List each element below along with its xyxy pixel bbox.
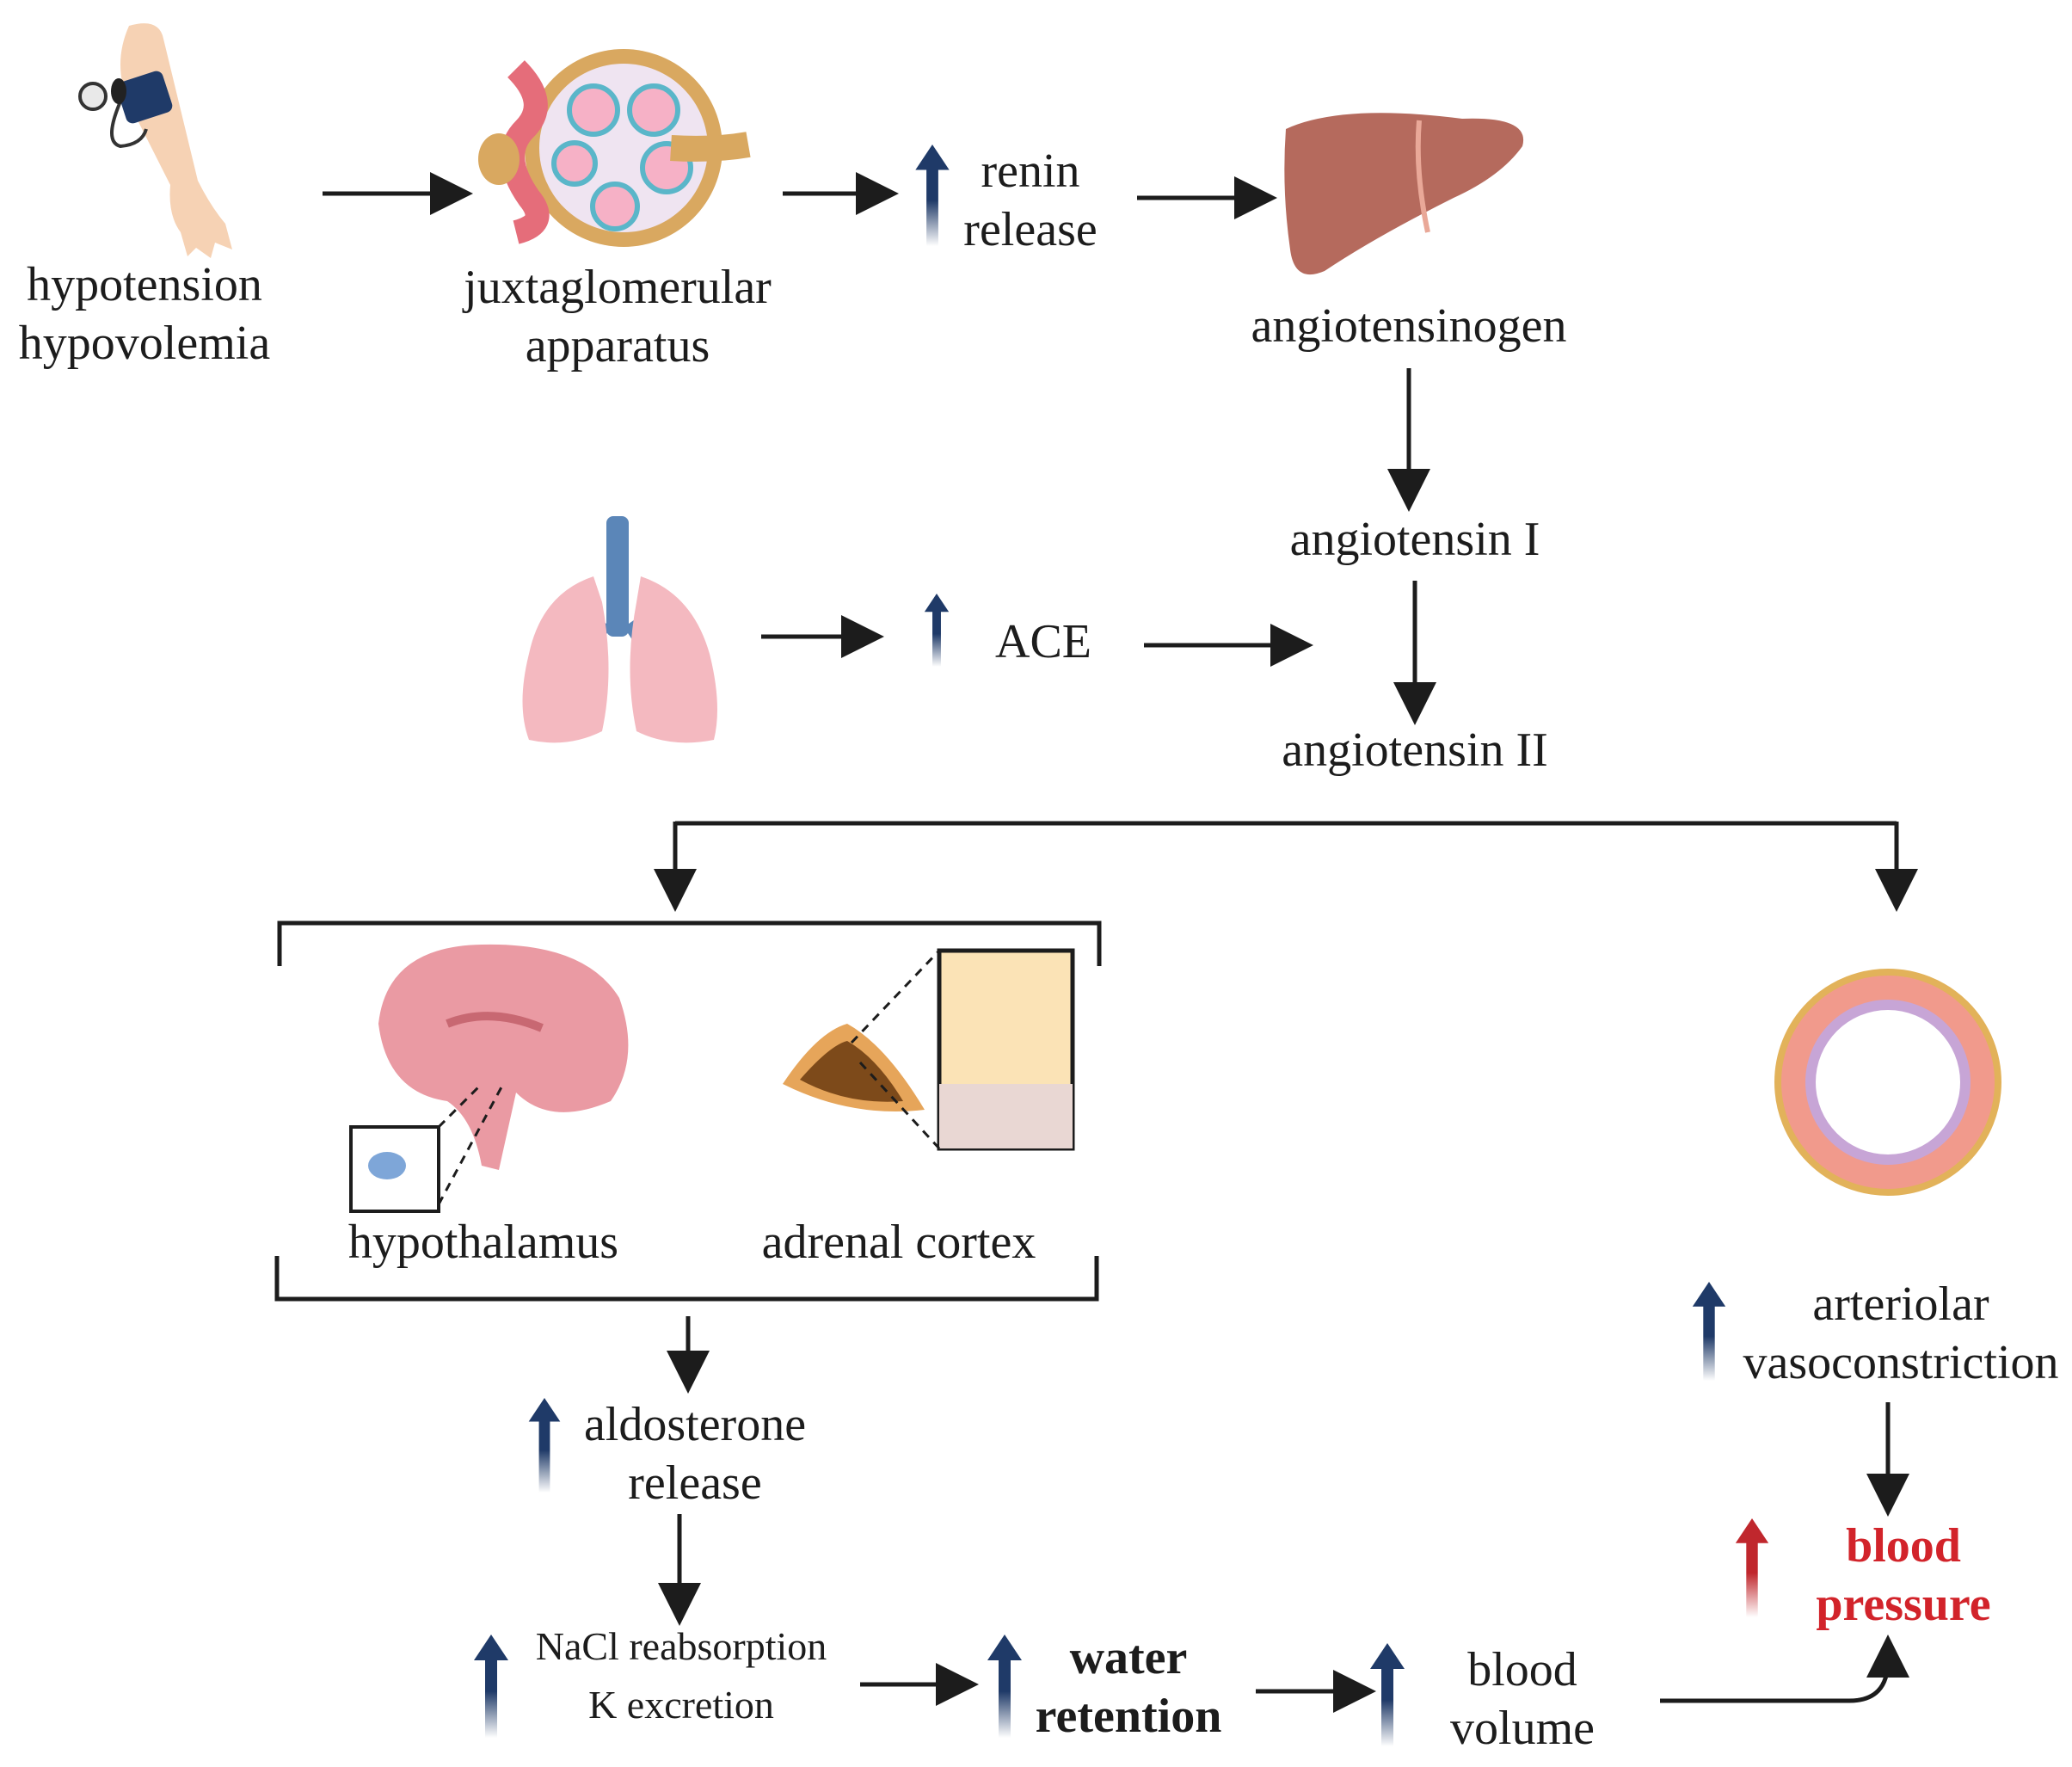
- lungs-icon: [522, 516, 717, 743]
- adrenal-gland-icon: [783, 948, 1075, 1151]
- label-adrenal-cortex: adrenal cortex: [761, 1216, 1036, 1269]
- blood-pressure-cuff-arm-icon: [78, 23, 232, 259]
- label-blood-pressure: blood pressure: [1816, 1519, 1991, 1631]
- increase-arrow-icon: [915, 145, 950, 246]
- label-water-retention: water retention: [1035, 1631, 1222, 1743]
- increase-arrow-icon: [528, 1398, 561, 1493]
- label-ace: ACE: [995, 615, 1091, 668]
- label-angiotensin-ii: angiotensin II: [1282, 723, 1548, 777]
- increase-arrow-icon: [924, 594, 950, 667]
- increase-arrow-icon: [1370, 1643, 1405, 1746]
- juxtaglomerular-apparatus-icon: [478, 49, 751, 247]
- label-hypothalamus: hypothalamus: [347, 1216, 619, 1269]
- blood-pressure-increase-arrow-icon: [1735, 1518, 1769, 1617]
- label-renin-release: renin release: [963, 145, 1097, 256]
- label-aldosterone-release: aldosterone release: [583, 1398, 807, 1510]
- grouping-bracket: [274, 920, 1102, 1302]
- brain-icon: [349, 944, 629, 1213]
- label-hypotension-hypovolemia: hypotension hypovolemia: [18, 258, 271, 370]
- liver-icon: [1284, 113, 1524, 275]
- increase-arrow-icon: [987, 1635, 1022, 1738]
- label-angiotensinogen: angiotensinogen: [1251, 299, 1567, 353]
- label-blood-volume: blood volume: [1450, 1643, 1595, 1755]
- label-juxtaglomerular-apparatus: juxtaglomerular apparatus: [464, 261, 772, 372]
- label-nacl-k: NaCl reabsorption K excretion: [535, 1624, 827, 1727]
- label-angiotensin-i: angiotensin I: [1289, 513, 1540, 566]
- flow-arrow: [1660, 1635, 1909, 1703]
- label-arteriolar-vasoconstriction: arteriolar vasoconstriction: [1743, 1278, 2059, 1389]
- increase-arrow-icon: [474, 1635, 508, 1738]
- increase-arrow-icon: [1692, 1282, 1726, 1381]
- artery-cross-section-icon: [1774, 969, 2001, 1196]
